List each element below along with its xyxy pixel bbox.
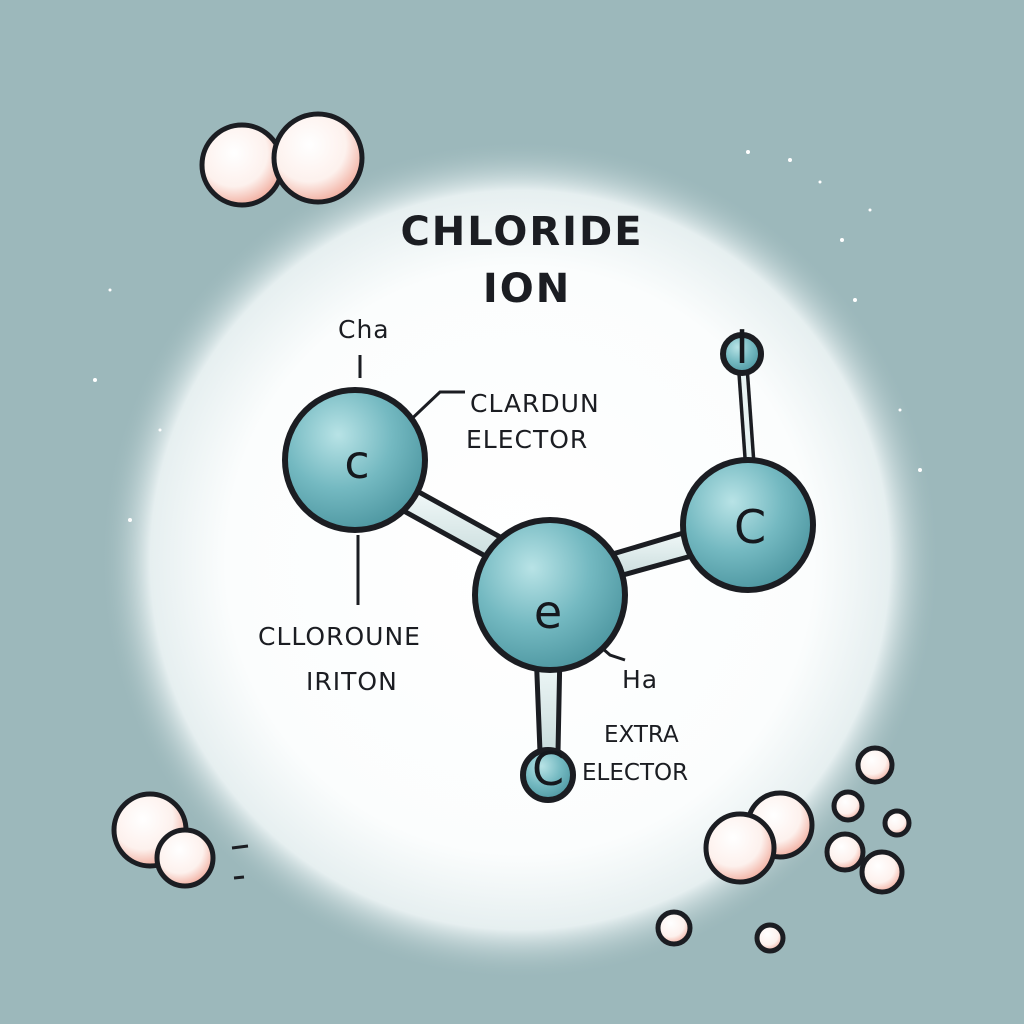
decorative-balls-bottom-left xyxy=(111,791,216,889)
decor-ball xyxy=(831,789,865,823)
atom-right-letter: C xyxy=(734,500,766,554)
label-extra-1: EXTRA xyxy=(604,722,679,748)
title-line-1: CHLORIDE xyxy=(400,209,643,255)
decor-ball xyxy=(859,849,905,895)
atom-top-right-letter: I xyxy=(735,320,749,374)
label-left-callout-2: IRITON xyxy=(306,667,398,696)
decor-ball xyxy=(754,922,786,954)
leader-carbon-callout xyxy=(400,390,465,430)
decor-ball xyxy=(855,745,895,785)
atom-left xyxy=(282,387,428,533)
atom-bottom-letter: C xyxy=(532,742,564,796)
atom-bottom xyxy=(520,747,576,803)
decorative-balls-bottom-right xyxy=(655,745,912,954)
label-top-left: Cha xyxy=(338,315,390,344)
decor-ball xyxy=(271,111,365,205)
atom-left-letter: c xyxy=(344,435,369,489)
decorative-balls-top xyxy=(199,111,365,208)
atoms xyxy=(282,332,816,803)
atom-center xyxy=(472,517,628,673)
atom-center-letter: e xyxy=(534,585,562,639)
motion-lines xyxy=(231,844,249,880)
title-line-2: ION xyxy=(483,266,571,312)
label-carbon-callout-2: ELECTOR xyxy=(466,425,588,454)
label-left-callout-1: CLLOROUNE xyxy=(258,622,421,651)
decor-ball xyxy=(703,811,777,885)
decor-ball xyxy=(882,808,912,838)
label-carbon-callout-1: CLARDUN xyxy=(470,389,600,418)
label-extra-2: ELECTOR xyxy=(582,760,688,786)
atom-top-right xyxy=(720,332,764,376)
label-h: Ha xyxy=(622,665,658,694)
decor-ball xyxy=(199,122,285,208)
decor-ball xyxy=(154,827,216,889)
decor-ball xyxy=(824,831,866,873)
decor-ball xyxy=(655,909,693,947)
atom-right xyxy=(680,457,816,593)
speckles xyxy=(93,150,922,522)
